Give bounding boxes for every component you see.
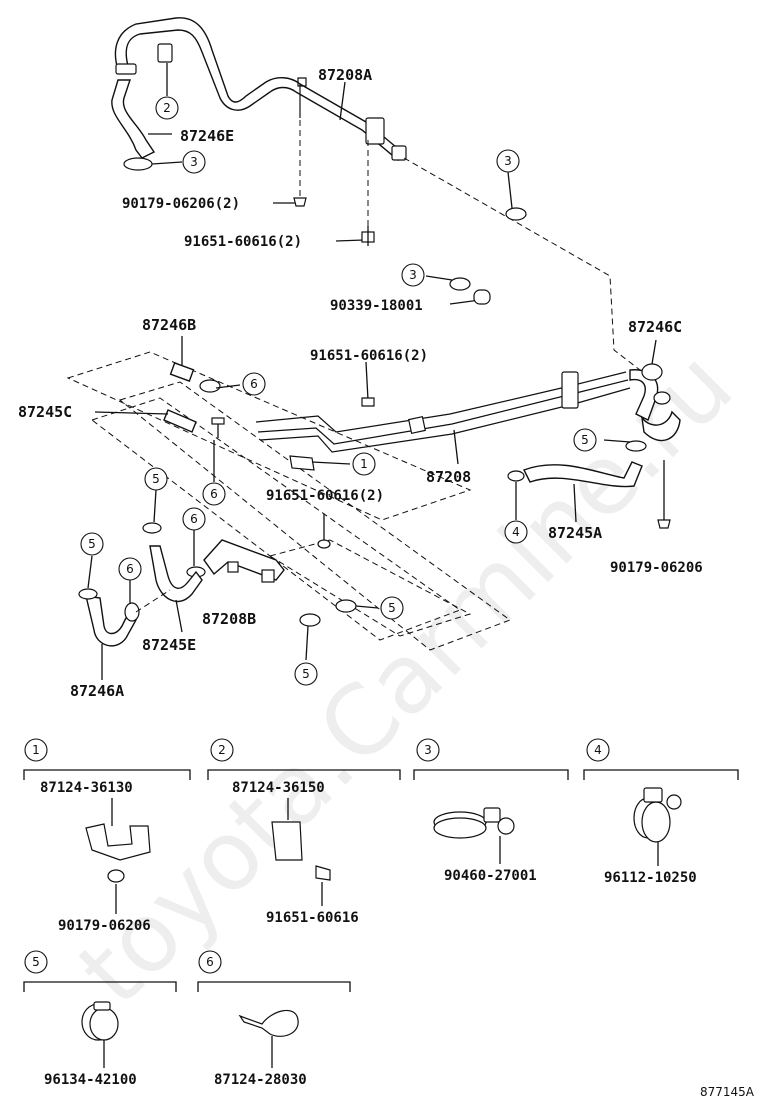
label-91651-60616-2-mid: 91651-60616(2) (310, 348, 428, 364)
svg-text:5: 5 (388, 601, 396, 615)
circle-ref-6-c: 6 (182, 507, 206, 531)
svg-text:1: 1 (32, 743, 40, 757)
svg-text:3: 3 (190, 155, 198, 169)
svg-text:5: 5 (88, 537, 96, 551)
circle-ref-6-a: 6 (242, 372, 266, 396)
detail-2-part-b: 91651-60616 (266, 910, 359, 926)
svg-text:6: 6 (210, 487, 218, 501)
svg-text:6: 6 (190, 512, 198, 526)
svg-text:5: 5 (581, 433, 589, 447)
label-90179-06206: 90179-06206 (610, 560, 703, 576)
circle-ref-4: 4 (504, 520, 528, 544)
label-87208A: 87208A (318, 66, 372, 84)
label-87245A: 87245A (548, 524, 602, 542)
middle-leaders (87, 336, 657, 680)
label-87246B: 87246B (142, 316, 196, 334)
label-90339-18001: 90339-18001 (330, 298, 423, 314)
svg-text:4: 4 (512, 525, 520, 539)
circle-ref-3-top: 3 (182, 150, 206, 174)
svg-text:4: 4 (594, 743, 602, 757)
circle-ref-3-right: 3 (496, 149, 520, 173)
circle-ref-6-b: 6 (202, 482, 226, 506)
circle-ref-5-d: 5 (380, 596, 404, 620)
detail-3-part: 90460-27001 (444, 868, 537, 884)
detail-group-2: 2 87124-36150 91651-60616 (207, 738, 401, 926)
detail-1-part-a: 87124-36130 (40, 780, 133, 796)
label-87246A: 87246A (70, 682, 124, 700)
circle-ref-1: 1 (352, 452, 376, 476)
svg-text:5: 5 (32, 955, 40, 969)
label-87246C: 87246C (628, 318, 682, 336)
detail-group-1: 1 87124-36130 90179-06206 (23, 738, 191, 934)
label-90179-06206-2: 90179-06206(2) (122, 196, 240, 212)
label-91651-60616-2-top: 91651-60616(2) (184, 234, 302, 250)
label-87245C: 87245C (18, 403, 72, 421)
svg-text:6: 6 (126, 562, 134, 576)
svg-text:3: 3 (409, 268, 417, 282)
circle-ref-6-d: 6 (118, 557, 142, 581)
circle-ref-3-mid: 3 (401, 263, 425, 287)
detail-group-5: 5 96134-42100 (23, 950, 177, 1088)
circle-ref-2-top: 2 (155, 96, 179, 120)
label-87208B: 87208B (202, 610, 256, 628)
detail-2-part-a: 87124-36150 (232, 780, 325, 796)
circle-ref-5-e: 5 (294, 662, 318, 686)
pipe-87208-assembly (66, 351, 681, 651)
circle-ref-5-a: 5 (573, 428, 597, 452)
label-87245E: 87245E (142, 636, 196, 654)
detail-5-part: 96134-42100 (44, 1072, 137, 1088)
svg-text:3: 3 (424, 743, 432, 757)
label-87208: 87208 (426, 468, 471, 486)
circle-ref-5-b: 5 (144, 467, 168, 491)
upper-leaders (148, 63, 641, 371)
svg-text:5: 5 (302, 667, 310, 681)
detail-group-4: 4 96112-10250 (583, 738, 739, 886)
figure-code: 877145A (700, 1085, 755, 1099)
label-87246E: 87246E (180, 127, 234, 145)
detail-group-3: 3 90460-27001 (413, 738, 569, 884)
detail-6-part: 87124-28030 (214, 1072, 307, 1088)
svg-text:5: 5 (152, 472, 160, 486)
svg-text:1: 1 (360, 457, 368, 471)
hose-87246E-assembly (111, 17, 407, 171)
svg-text:2: 2 (218, 743, 226, 757)
svg-text:2: 2 (163, 101, 171, 115)
svg-text:6: 6 (206, 955, 214, 969)
svg-text:6: 6 (250, 377, 258, 391)
label-91651-60616-2-low: 91651-60616(2) (266, 488, 384, 504)
circle-ref-5-c: 5 (80, 532, 104, 556)
detail-group-6: 6 87124-28030 (197, 950, 351, 1088)
detail-4-part: 96112-10250 (604, 870, 697, 886)
detail-1-part-b: 90179-06206 (58, 918, 151, 934)
svg-text:3: 3 (504, 154, 512, 168)
